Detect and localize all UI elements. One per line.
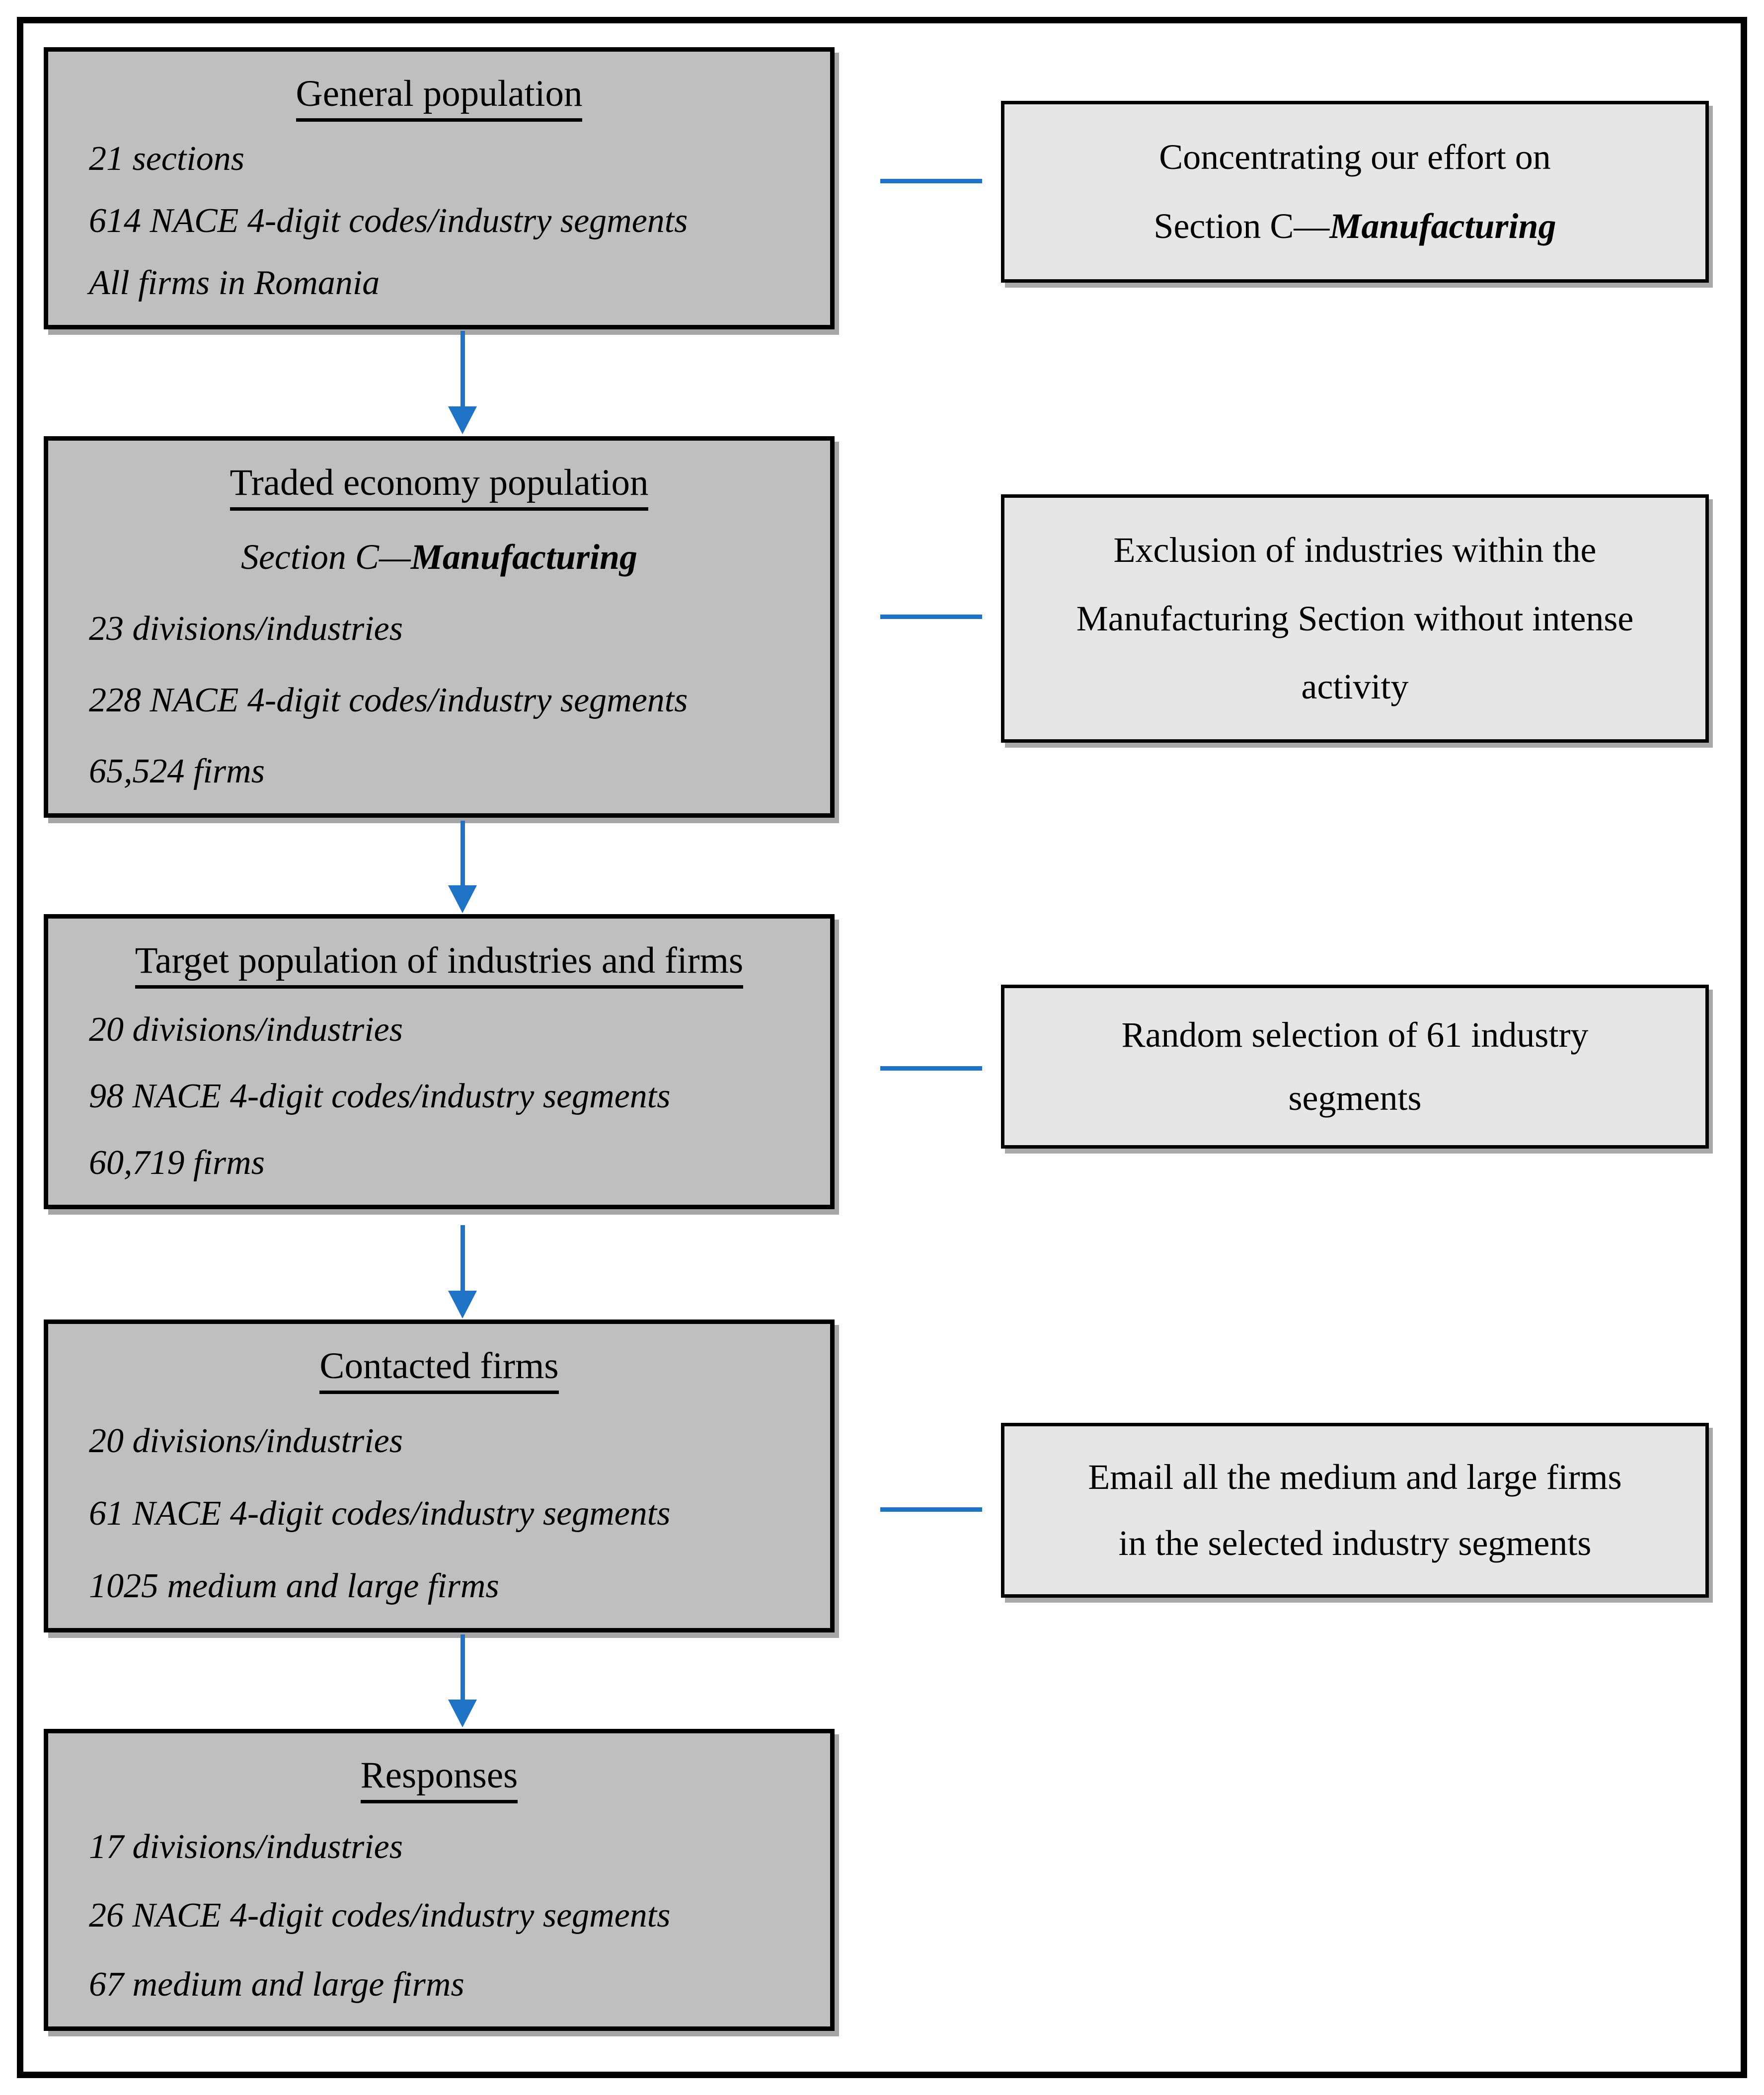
box-line: 1025 medium and large firms: [89, 1566, 499, 1605]
box-line: 61 NACE 4-digit codes/industry segments: [89, 1494, 671, 1533]
box-line: 65,524 firms: [89, 752, 265, 790]
connector-line: [880, 1066, 982, 1071]
box-title: Responses: [68, 1754, 810, 1803]
note-line: Section C—Manufacturing: [1153, 206, 1556, 246]
flow-box-responses: Responses 17 divisions/industries 26 NAC…: [44, 1729, 835, 2031]
box-title: Traded economy population: [68, 462, 810, 511]
note-line: Concentrating our effort on: [1159, 137, 1551, 177]
arrow-head: [448, 406, 477, 434]
arrow-stem: [460, 1634, 465, 1700]
note-line: Manufacturing Section without intense: [1076, 598, 1634, 638]
box-line: 23 divisions/industries: [89, 610, 403, 648]
note-line: Email all the medium and large firms: [1088, 1457, 1622, 1497]
flow-box-general-population: General population 21 sections 614 NACE …: [44, 47, 835, 329]
box-title: Contacted firms: [68, 1345, 810, 1394]
note-line: activity: [1301, 666, 1409, 706]
note-box-random-selection: Random selection of 61 industry segments: [1001, 985, 1709, 1149]
connector-line: [880, 615, 982, 619]
arrow-stem: [460, 1225, 465, 1291]
down-arrow-icon: [448, 821, 477, 913]
arrow-head: [448, 1291, 477, 1319]
connector-line: [880, 179, 982, 183]
box-line: All firms in Romania: [89, 264, 380, 302]
flow-box-contacted-firms: Contacted firms 20 divisions/industries …: [44, 1319, 835, 1632]
connector-line: [880, 1507, 982, 1512]
note-line: Exclusion of industries within the: [1113, 530, 1597, 570]
arrow-stem: [460, 331, 465, 406]
arrow-stem: [460, 821, 465, 885]
box-line: 17 divisions/industries: [89, 1827, 403, 1866]
box-line: 228 NACE 4-digit codes/industry segments: [89, 681, 688, 719]
down-arrow-icon: [448, 1225, 477, 1319]
down-arrow-icon: [448, 1634, 477, 1727]
box-line: 20 divisions/industries: [89, 1010, 403, 1049]
note-box-exclusion: Exclusion of industries within the Manuf…: [1001, 494, 1709, 743]
arrow-head: [448, 1700, 477, 1727]
flow-box-traded-economy-population: Traded economy population Section C—Manu…: [44, 436, 835, 818]
note-line: in the selected industry segments: [1118, 1523, 1592, 1563]
box-line: 67 medium and large firms: [89, 1965, 464, 2004]
box-line: 20 divisions/industries: [89, 1422, 403, 1461]
flow-box-target-population: Target population of industries and firm…: [44, 914, 835, 1209]
box-line: 21 sections: [89, 139, 245, 178]
note-box-concentrating: Concentrating our effort on Section C—Ma…: [1001, 101, 1709, 283]
box-title: Target population of industries and firm…: [68, 939, 810, 989]
note-line: Random selection of 61 industry: [1121, 1015, 1589, 1055]
arrow-head: [448, 885, 477, 913]
down-arrow-icon: [448, 331, 477, 434]
note-line: segments: [1288, 1078, 1422, 1118]
box-title: General population: [68, 73, 810, 122]
box-line: 614 NACE 4-digit codes/industry segments: [89, 201, 688, 240]
box-subtitle: Section C—Manufacturing: [240, 537, 638, 577]
box-line: 98 NACE 4-digit codes/industry segments: [89, 1077, 671, 1116]
box-line: 60,719 firms: [89, 1143, 265, 1182]
box-line: 26 NACE 4-digit codes/industry segments: [89, 1896, 671, 1935]
note-box-email: Email all the medium and large firms in …: [1001, 1423, 1709, 1598]
